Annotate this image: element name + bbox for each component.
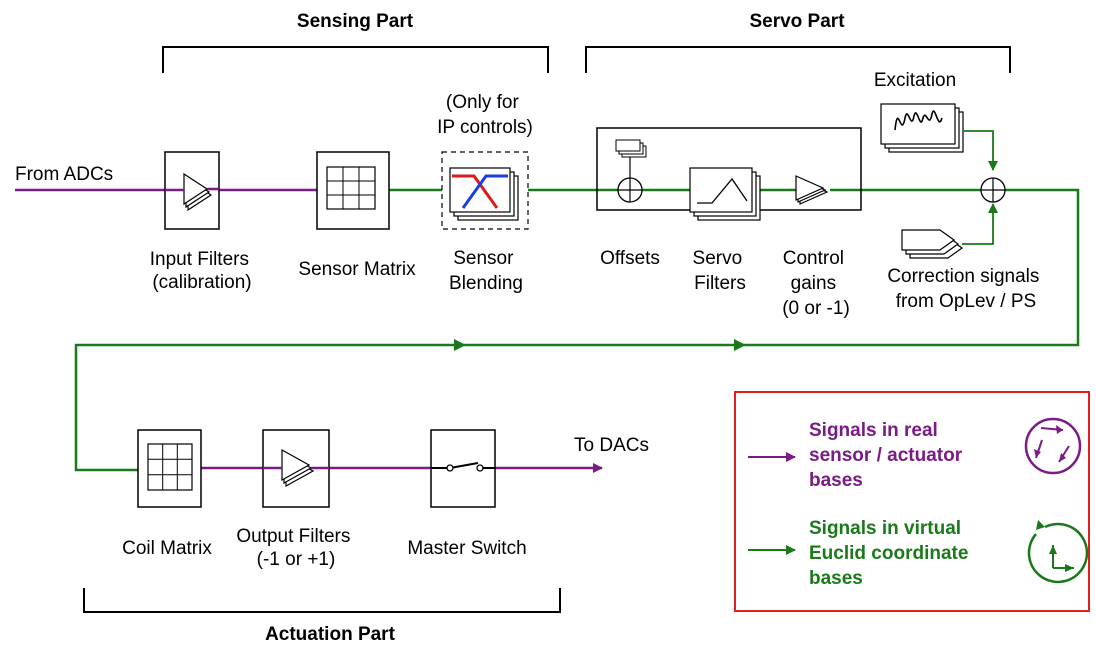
legend-box [734,391,1090,612]
main-summing-junction [980,177,1006,203]
master-switch-block [430,429,496,508]
sensing-part-title: Sensing Part [297,11,414,32]
output-filters-block [262,429,330,508]
legend-real-label: Signals in real sensor / actuator bases [809,420,967,491]
excitation-line [963,130,998,171]
sensor-blending-label: Sensor Blending [449,248,523,294]
coil-matrix-block [137,429,202,508]
to-dacs-label: To DACs [574,435,649,456]
offsets-label: Offsets [600,248,660,269]
input-filters-block [164,151,220,230]
excitation-block [880,103,964,153]
sensing-bracket [162,46,549,73]
sensor-blending-block [441,151,529,230]
actuation-bracket [83,588,561,613]
control-gains-block [795,175,829,205]
from-adcs-label: From ADCs [15,164,113,185]
feedback-arrowhead-left [454,339,466,351]
signal-line-feedback [74,188,1080,472]
servo-bracket [585,46,1011,73]
master-switch-label: Master Switch [407,538,526,559]
legend-virtual-label: Signals in virtual Euclid coordinate bas… [809,518,974,589]
input-filters-label: Input Filters (calibration) [150,249,255,293]
servo-part-title: Servo Part [749,11,845,32]
correction-signals-block [901,229,964,259]
excitation-label: Excitation [874,70,956,91]
euclid-basis-icon [1027,520,1089,584]
correction-line [962,203,998,245]
feedback-arrowhead-right [734,339,746,351]
rotating-basis-icon [1024,417,1082,475]
actuation-part-title: Actuation Part [265,624,396,645]
servo-filters-block [689,167,761,221]
blending-note-label: (Only for IP controls) [437,92,533,138]
correction-signals-label: Correction signals from OpLev / PS [887,266,1044,312]
coil-matrix-label: Coil Matrix [122,538,212,559]
control-gains-label: Control gains (0 or -1) [782,248,850,319]
sensor-matrix-block [316,151,390,230]
servo-filters-label: Servo Filters [693,248,748,294]
output-filters-label: Output Filters (-1 or +1) [236,526,355,570]
offset-summing-junction [615,139,647,203]
sensor-matrix-label: Sensor Matrix [298,259,416,280]
